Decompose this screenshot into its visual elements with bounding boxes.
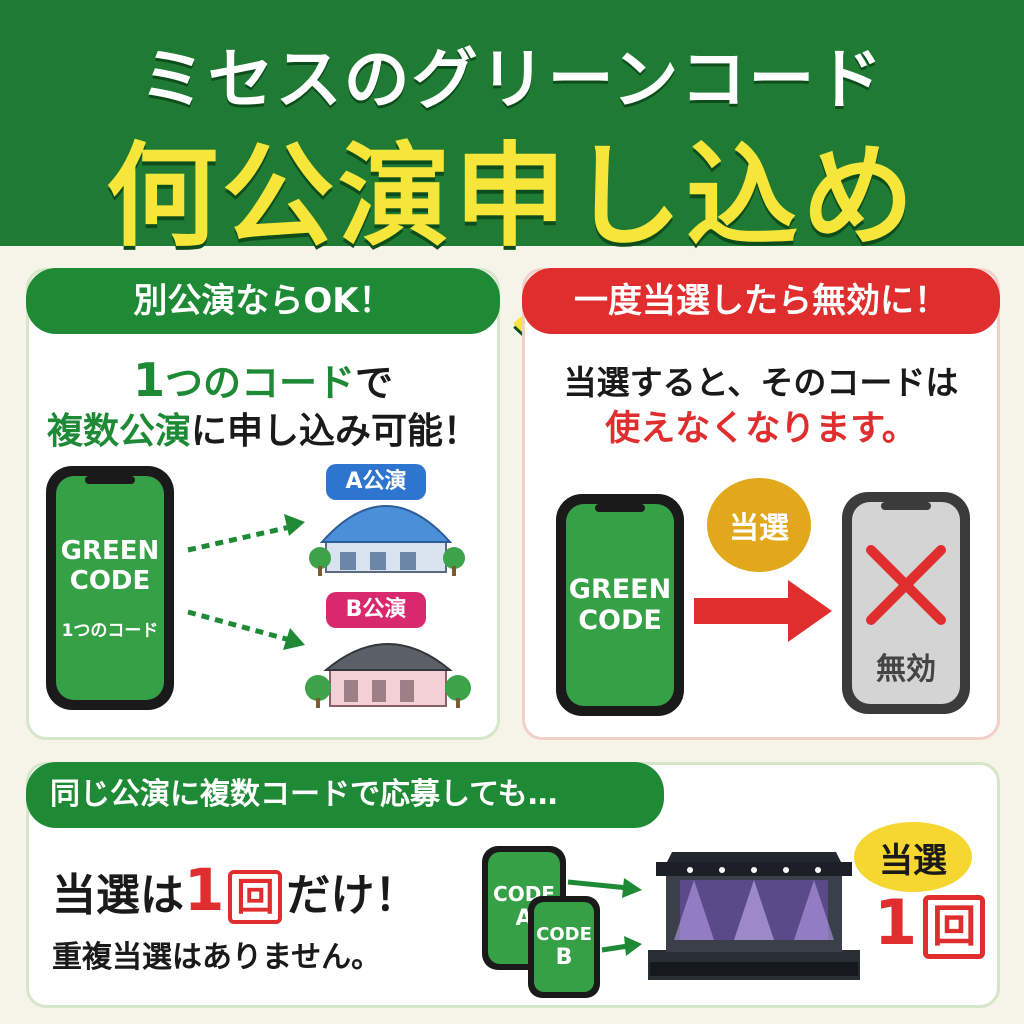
phone-code-label: CODE xyxy=(69,565,151,596)
left-lead-apply: に申し込み可能！ xyxy=(191,411,480,452)
bottom-main-prefix: 当選は xyxy=(52,870,184,921)
bottom-main-kai: 回 xyxy=(228,870,283,924)
left-lead-de: で xyxy=(355,361,394,405)
dome-stadium-a-icon xyxy=(309,505,465,576)
left-lead-line-2: 複数公演に申し込み可能！ xyxy=(26,402,500,454)
bottom-main-num: 1 xyxy=(184,856,225,924)
red-arrow-icon xyxy=(694,580,832,642)
result-badge-top: 当選 xyxy=(854,822,972,892)
dashed-arrow-to-a xyxy=(187,514,305,553)
right-panel-heading: 一度当選したら無効に！ xyxy=(522,268,1000,334)
invalid-phone-screen: 無効 xyxy=(852,502,960,704)
left-panel-heading: 別公演ならOK！ xyxy=(26,268,500,334)
dome-stadium-b-icon xyxy=(305,643,471,708)
phone-green-label: GREEN xyxy=(60,535,160,566)
phone-notch xyxy=(85,476,135,484)
phone-notch xyxy=(881,502,931,510)
win-badge: 当選 xyxy=(707,478,811,572)
left-lead-code: つのコード xyxy=(164,361,355,405)
phone-code-label: CODE xyxy=(578,605,662,636)
phone-green-label: GREEN xyxy=(568,574,672,605)
phone-one-code-label: 1つのコード xyxy=(61,620,159,641)
code-card-b: CODE B xyxy=(528,896,600,998)
result-badge-num: 1 xyxy=(874,886,918,959)
right-lead-line-2: 使えなくなります。 xyxy=(605,409,917,449)
title-line-1: ミセスのグリーンコード xyxy=(139,41,885,118)
concert-stage-icon xyxy=(648,852,860,980)
phone-notch xyxy=(595,504,645,512)
tag-show-b: B公演 xyxy=(326,592,426,628)
bottom-panel-heading: 同じ公演に複数コードで応募しても… xyxy=(26,762,664,828)
bottom-main-suffix: だけ！ xyxy=(286,870,419,921)
green-code-phone-left: GREEN CODE 1つのコード xyxy=(46,466,174,710)
code-card-b-screen: CODE B xyxy=(534,902,594,992)
dashed-arrow-to-b xyxy=(187,609,305,650)
phone-screen: GREEN CODE xyxy=(566,504,674,706)
code-card-b-letter: B xyxy=(555,945,573,970)
green-arrow-a-icon xyxy=(567,878,642,898)
green-arrow-b-icon xyxy=(601,936,642,956)
tag-show-a: A公演 xyxy=(326,464,426,500)
phone-screen: GREEN CODE 1つのコード xyxy=(56,476,164,700)
result-badge-kai: 回 xyxy=(923,894,986,959)
red-cross-icon xyxy=(866,545,946,625)
invalid-phone: 無効 xyxy=(842,492,970,714)
right-lead-line-1: 当選すると、そのコードは xyxy=(563,363,959,402)
left-lead-multiple: 複数公演 xyxy=(46,411,191,452)
left-lead-line-1: 1つのコードで xyxy=(26,352,500,407)
green-code-phone-right: GREEN CODE xyxy=(556,494,684,716)
invalid-label: 無効 xyxy=(876,652,936,687)
left-lead-num: 1 xyxy=(132,353,165,407)
bottom-sub-line: 重複当選はありません。 xyxy=(52,940,382,975)
code-card-b-label: CODE xyxy=(536,924,592,945)
